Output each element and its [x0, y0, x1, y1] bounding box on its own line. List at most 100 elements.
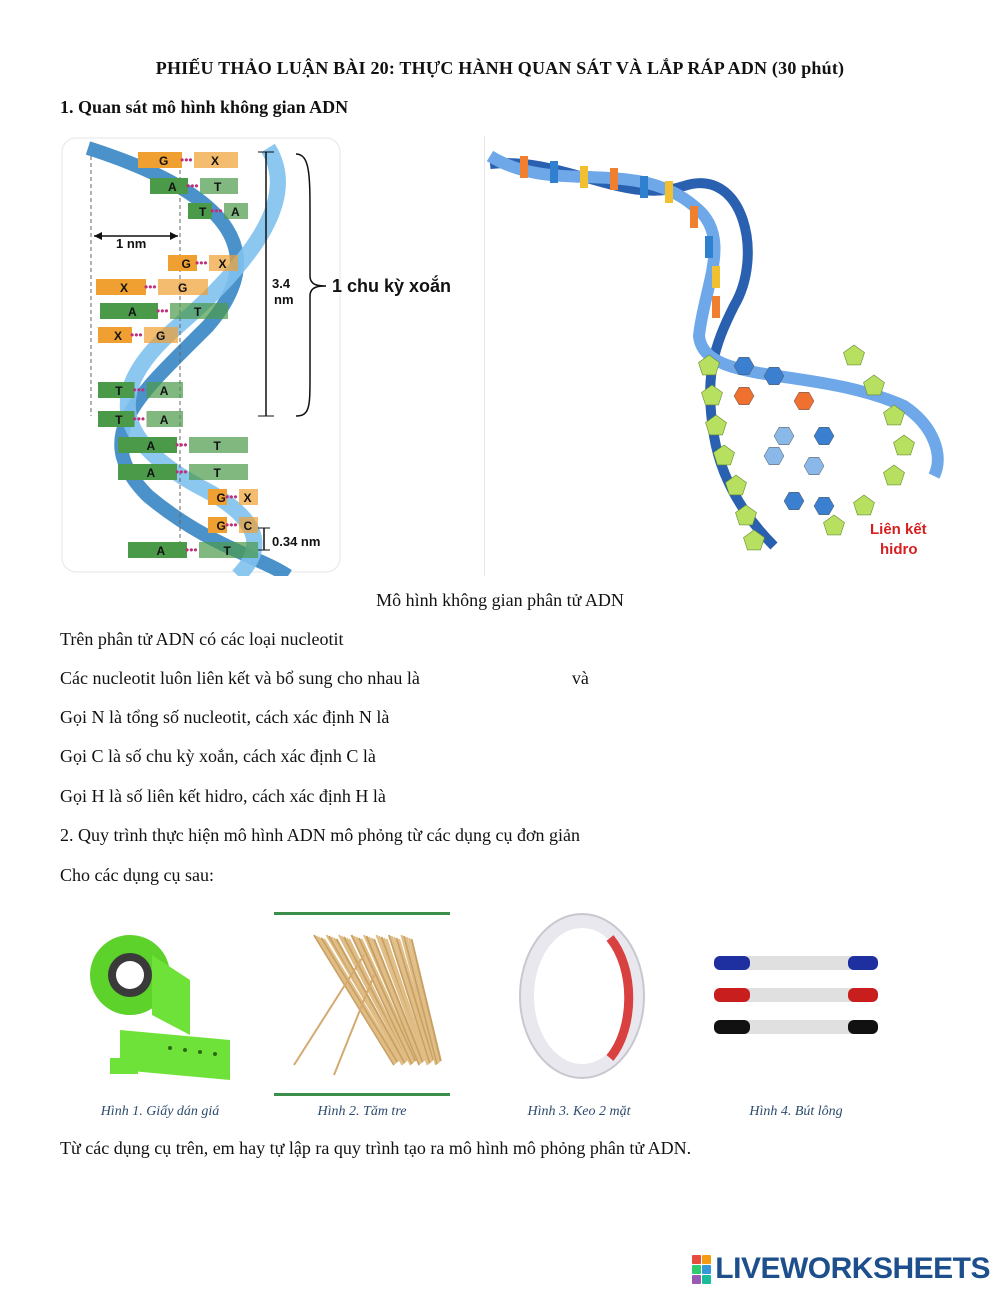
hydrogen-dots: ••• [156, 304, 169, 318]
base-letter-right: X [219, 257, 227, 271]
base-left [100, 303, 158, 319]
nucleobase-ring [763, 447, 785, 465]
base-right [146, 382, 183, 398]
skewer [373, 938, 424, 1063]
base-letter-right: A [231, 205, 240, 219]
helix-ribbon [486, 150, 944, 551]
tool-caption-2: Hình 2. Tăm tre [317, 1104, 407, 1119]
text-line-tools: Cho các dụng cụ sau: [60, 865, 214, 885]
sugar-pentagon [863, 374, 885, 396]
skewer [375, 934, 425, 1062]
label-nm: nm [274, 292, 294, 307]
logo-square [692, 1254, 702, 1264]
skewer [353, 935, 415, 1064]
page-title: PHIẾU THẢO LUẬN BÀI 20: THỰC HÀNH QUAN S… [155, 58, 845, 78]
hydrogen-dots: ••• [180, 153, 193, 167]
base-right [199, 542, 258, 558]
base-right [239, 489, 258, 505]
text-line-complementary: Các nucleotit luôn liên kết và bổ sung c… [60, 668, 589, 689]
section-1-heading: 1. Quan sát mô hình không gian ADN [60, 97, 349, 117]
skewer [318, 936, 398, 1064]
nucleobase-ring [733, 357, 755, 375]
sugar-pentagon [893, 434, 915, 456]
skewer [333, 937, 405, 1065]
base-letter-right: G [178, 281, 187, 295]
nucleobase-ring [813, 427, 835, 445]
base-left [128, 542, 187, 558]
label-1nm: 1 nm [116, 236, 146, 251]
skewer [350, 934, 413, 1065]
base-left [208, 517, 227, 533]
skewer [365, 935, 421, 1066]
base-right [146, 411, 183, 427]
hydrogen-dots: ••• [210, 204, 223, 218]
text-line-C: Gọi C là số chu kỳ xoắn, cách xác định C… [60, 746, 376, 766]
nucleobase-ring [793, 392, 815, 410]
label-3-4: 3.4 [272, 276, 291, 291]
nucleobase-ring [733, 387, 755, 405]
base-right [209, 255, 238, 271]
skewer [293, 954, 365, 1066]
complementary-text: Các nucleotit luôn liên kết và bổ sung c… [60, 668, 420, 688]
helix-rung [712, 266, 720, 288]
base-letter-right: C [244, 519, 253, 533]
skewer [370, 937, 423, 1064]
nucleobase-ring [783, 492, 805, 510]
base-left [150, 178, 188, 194]
nucleobase-ring [763, 367, 785, 385]
base-left [98, 327, 132, 343]
price-sticker-roll-image [80, 930, 240, 1090]
text-line-instruction: Từ các dụng cụ trên, em hay tự lập ra qu… [60, 1138, 692, 1158]
helix-rung [520, 156, 528, 178]
answer-blank-1[interactable] [420, 668, 570, 689]
nucleobase-ring [803, 457, 825, 475]
skewer [355, 936, 416, 1063]
base-letter-left: G [217, 519, 226, 533]
skewer [395, 937, 435, 1061]
hydrogen-dots: ••• [144, 280, 157, 294]
base-left [98, 411, 135, 427]
base-letter-right: A [160, 413, 169, 427]
skewer [313, 934, 395, 1066]
skewer [383, 937, 429, 1066]
helix-rung [705, 236, 713, 258]
base-letter-left: X [114, 329, 122, 343]
skewer [378, 935, 427, 1061]
helix-rung [690, 206, 698, 228]
base-right [189, 437, 248, 453]
hydrogen-dots: ••• [185, 543, 198, 557]
skewer [348, 938, 412, 1066]
hydrogen-dots: ••• [133, 412, 146, 426]
skewer [335, 938, 406, 1064]
sugar-pentagon [701, 384, 723, 406]
base-letter-right: G [156, 329, 165, 343]
helix-rung [610, 168, 618, 190]
base-letter-left: G [159, 154, 168, 168]
base-left [188, 203, 212, 219]
base-letter-left: A [128, 305, 137, 319]
sugar-pentagon [735, 504, 757, 526]
base-left [208, 489, 227, 505]
base-right [170, 303, 228, 319]
base-letter-left: T [199, 205, 207, 219]
hydrogen-dots: ••• [133, 383, 146, 397]
base-letter-right: X [244, 491, 252, 505]
base-letter-left: G [182, 257, 191, 271]
skewer [320, 937, 399, 1063]
skewer [340, 935, 409, 1062]
helix-rung [580, 166, 588, 188]
nucleobase-ring [773, 427, 795, 445]
skewer [368, 936, 422, 1065]
sugar-pentagon [725, 474, 747, 496]
liveworksheets-logo-icon [692, 1254, 712, 1284]
hydrogen-bond-label-line2: hidro [880, 541, 918, 558]
markers-image [708, 948, 884, 1048]
liveworksheets-brand: LIVEWORKSHEETS [692, 1252, 990, 1286]
logo-square [702, 1254, 712, 1264]
bamboo-skewers-image [274, 912, 450, 1096]
text-line-N: Gọi N là tổng số nucleotit, cách xác địn… [60, 707, 390, 727]
helix-rung [640, 176, 648, 198]
skewer [358, 937, 417, 1062]
